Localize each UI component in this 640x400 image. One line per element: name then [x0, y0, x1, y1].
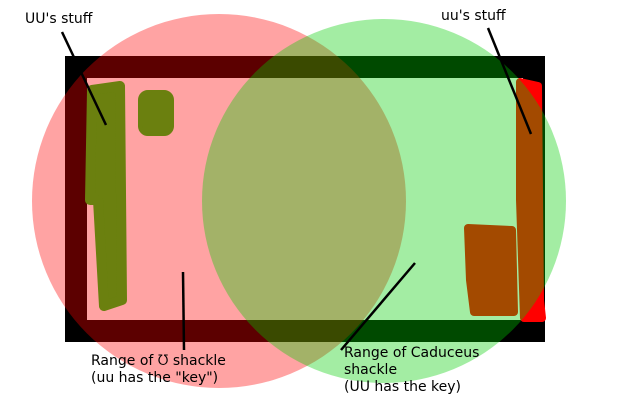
pointer-uu-upper	[60, 31, 108, 126]
left-range-circle	[32, 14, 406, 388]
red-scribbles	[464, 78, 546, 322]
shackle-symbol: ᘮ	[157, 353, 169, 369]
pointer-range-left	[181, 271, 186, 351]
range-left-text-a: Range of	[91, 353, 158, 369]
pointer-range-right	[340, 262, 416, 351]
right-range-circle	[202, 19, 566, 383]
range-right-line3: (UU has the key)	[344, 379, 461, 395]
pointer-lines	[60, 27, 533, 351]
label-uu-lower-stuff: uu's stuff	[441, 8, 506, 24]
green-scribbles	[85, 81, 174, 311]
label-range-left: Range of ᘮ shackle(uu has the "key")	[91, 353, 226, 387]
label-uu-upper-stuff: UU's stuff	[25, 11, 93, 27]
pointer-uu-lower	[486, 27, 533, 135]
range-right-line2: shackle	[344, 362, 398, 378]
range-right-line1: Range of Caduceus	[344, 345, 480, 361]
range-left-text-b: shackle	[168, 353, 226, 369]
range-left-note: (uu has the "key")	[91, 370, 219, 386]
